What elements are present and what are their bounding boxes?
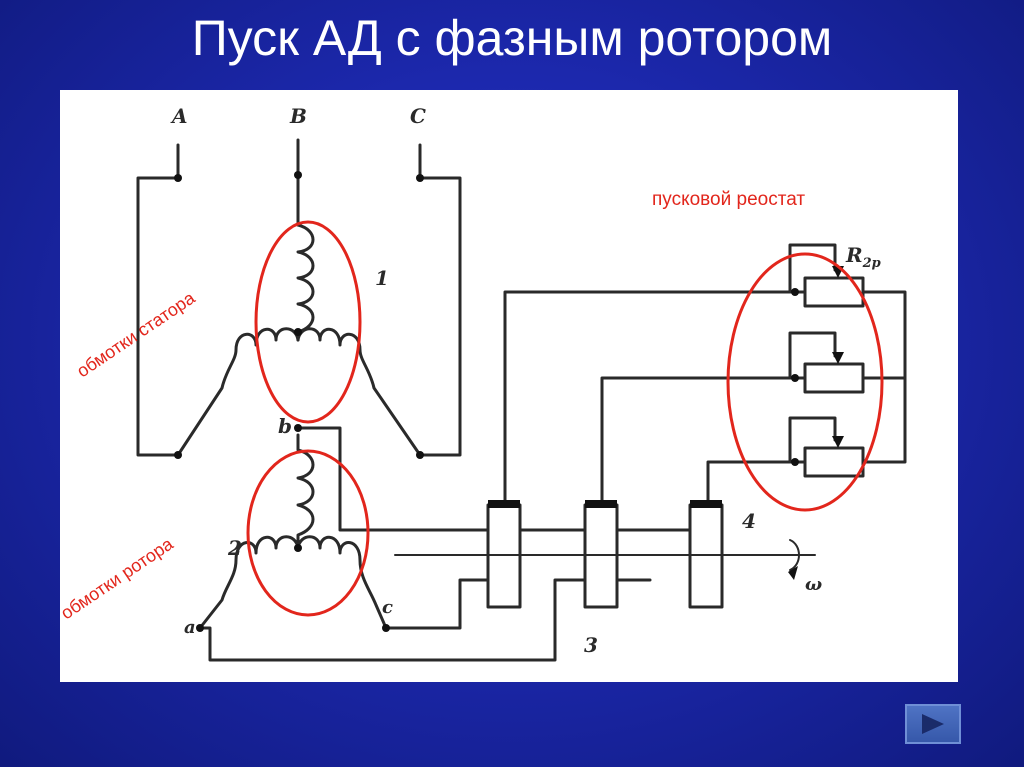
rotor-a-terminal-label: a bbox=[184, 617, 196, 638]
node-rotor-b bbox=[294, 424, 302, 432]
stator-annotation: обмотки статора bbox=[73, 287, 199, 381]
rotor-a-wire bbox=[198, 578, 587, 662]
brush-cap-1 bbox=[488, 500, 520, 508]
rotor-coil-b bbox=[296, 433, 315, 550]
phase-a-label: A bbox=[170, 104, 188, 128]
wiper-arrow-2 bbox=[832, 352, 844, 364]
phase-b-label: B bbox=[289, 104, 307, 128]
wiper-2 bbox=[788, 331, 837, 380]
rotor-annotation: обмотки ротора bbox=[60, 533, 177, 623]
play-arrow-icon bbox=[922, 714, 944, 734]
shaft-number: 4 bbox=[742, 509, 756, 533]
node-stator-a-end bbox=[174, 451, 182, 459]
diagram-panel: A B C 1 b 2 a c 3 4 ω R2р обмотки статор… bbox=[60, 90, 958, 682]
rotor-coil-a bbox=[198, 535, 300, 630]
rheostat-annotation: пусковой реостат bbox=[652, 189, 805, 210]
stator-number: 1 bbox=[375, 266, 389, 290]
node-rotor-c bbox=[382, 624, 390, 632]
resistor-label: R2р bbox=[845, 243, 881, 271]
rotor-number: 2 bbox=[227, 536, 242, 560]
node-b bbox=[294, 171, 302, 179]
node-rheo-2 bbox=[791, 374, 799, 382]
brush-1-wire bbox=[503, 290, 797, 502]
brush-cap-3 bbox=[690, 500, 722, 508]
rotation-arrow bbox=[789, 539, 800, 571]
rotor-b-wire bbox=[296, 426, 490, 532]
resistor-3 bbox=[803, 446, 865, 478]
brush-2-wire bbox=[600, 376, 797, 502]
phase-a-wire bbox=[136, 143, 180, 457]
node-stator-c-end bbox=[416, 451, 424, 459]
rotor-b-terminal-label: b bbox=[278, 414, 292, 438]
node-rotor-star bbox=[294, 544, 302, 552]
wiring-diagram: A B C 1 b 2 a c 3 4 ω R2р обмотки статор… bbox=[60, 104, 907, 662]
node-rheo-3 bbox=[791, 458, 799, 466]
wiper-3 bbox=[788, 416, 837, 464]
wiper-1 bbox=[788, 243, 837, 294]
shaft-segments bbox=[518, 528, 692, 582]
resistor-2 bbox=[803, 362, 865, 394]
stator-coil-b bbox=[296, 223, 315, 342]
node-rheo-1 bbox=[791, 288, 799, 296]
rotor-coil-c bbox=[296, 535, 388, 630]
rotation-arrowhead bbox=[788, 566, 798, 580]
rotor-highlight bbox=[246, 449, 370, 617]
wiper-arrow-3 bbox=[832, 436, 844, 448]
node-rotor-a bbox=[196, 624, 204, 632]
next-slide-button[interactable] bbox=[905, 704, 961, 744]
rings-number: 3 bbox=[584, 633, 598, 657]
node-a bbox=[174, 174, 182, 182]
rotor-c-wire bbox=[384, 578, 490, 630]
brush-cap-2 bbox=[585, 500, 617, 508]
omega-label: ω bbox=[805, 574, 822, 595]
rheostat-star-point bbox=[861, 290, 907, 464]
slide-title: Пуск АД с фазным ротором bbox=[191, 10, 833, 66]
rotor-c-terminal-label: c bbox=[382, 597, 393, 618]
stator-highlight bbox=[254, 220, 362, 424]
rheostat-highlight bbox=[726, 252, 884, 512]
node-stator-star bbox=[294, 328, 302, 336]
brush-3-wire bbox=[706, 460, 797, 502]
node-c bbox=[416, 174, 424, 182]
stator-coil-c bbox=[296, 327, 422, 457]
phase-c-wire bbox=[418, 143, 462, 457]
phase-c-label: C bbox=[410, 104, 426, 128]
